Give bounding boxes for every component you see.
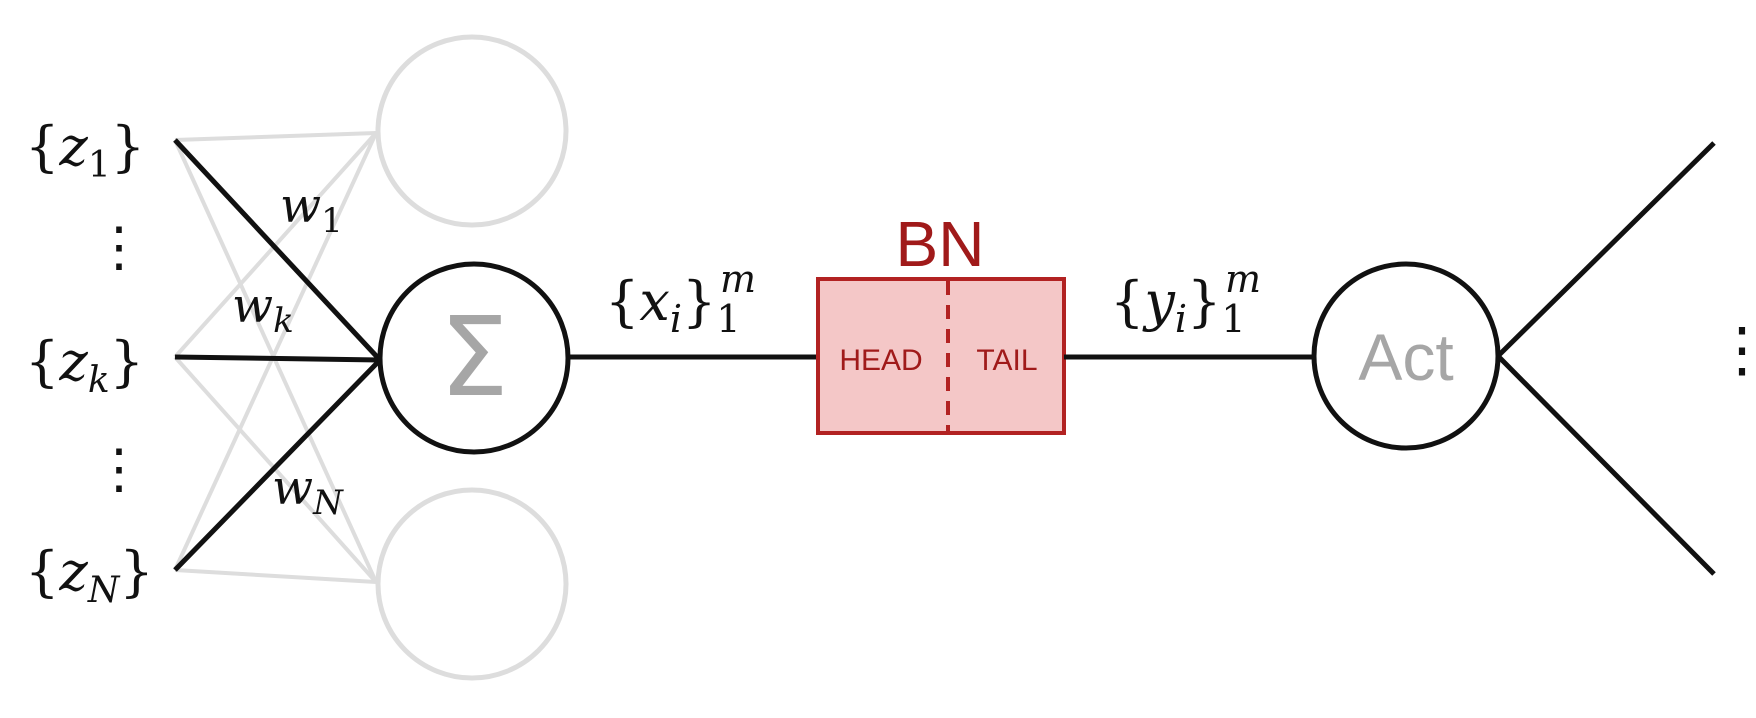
bn-tail-label: TAIL <box>976 344 1037 377</box>
bn-title: BN <box>896 208 985 280</box>
bn-head-label: HEAD <box>839 344 922 377</box>
output-edge-top <box>1496 141 1716 358</box>
input-ellipsis-lower: ⋮ <box>92 437 146 500</box>
input-label-z1: {z1} <box>25 115 145 186</box>
output-edge-bottom <box>1496 354 1716 576</box>
weight-label-w1: w1 <box>280 178 343 241</box>
weighted-connections <box>173 138 382 572</box>
faded-edge-zn-bottom <box>174 568 377 584</box>
bn-block: BN HEAD TAIL <box>816 208 1066 435</box>
edge-wn <box>173 358 382 572</box>
edge-wk <box>174 354 381 363</box>
faded-edge-z1-bottom <box>173 139 378 583</box>
edge-w1 <box>173 138 382 362</box>
faded-edge-z1-top <box>174 131 377 142</box>
faded-edge-zn-top <box>173 132 378 571</box>
bn-output-label: {yi}1m <box>1110 257 1261 341</box>
bn-input-label: {xi}1m <box>605 257 756 341</box>
input-label-zk: {zk} <box>25 330 144 401</box>
output-ellipsis: ⋮ <box>1712 315 1756 385</box>
input-ellipsis-upper: ⋮ <box>92 215 146 278</box>
sigma-icon: Σ <box>439 293 509 421</box>
ghost-neuron-top <box>375 34 569 228</box>
act-label: Act <box>1358 320 1453 394</box>
weight-label-wn: wN <box>272 460 344 523</box>
input-label-zn: {zN} <box>25 540 154 611</box>
ghost-neuron-bottom <box>375 487 569 681</box>
weight-label-wk: wk <box>232 278 294 341</box>
